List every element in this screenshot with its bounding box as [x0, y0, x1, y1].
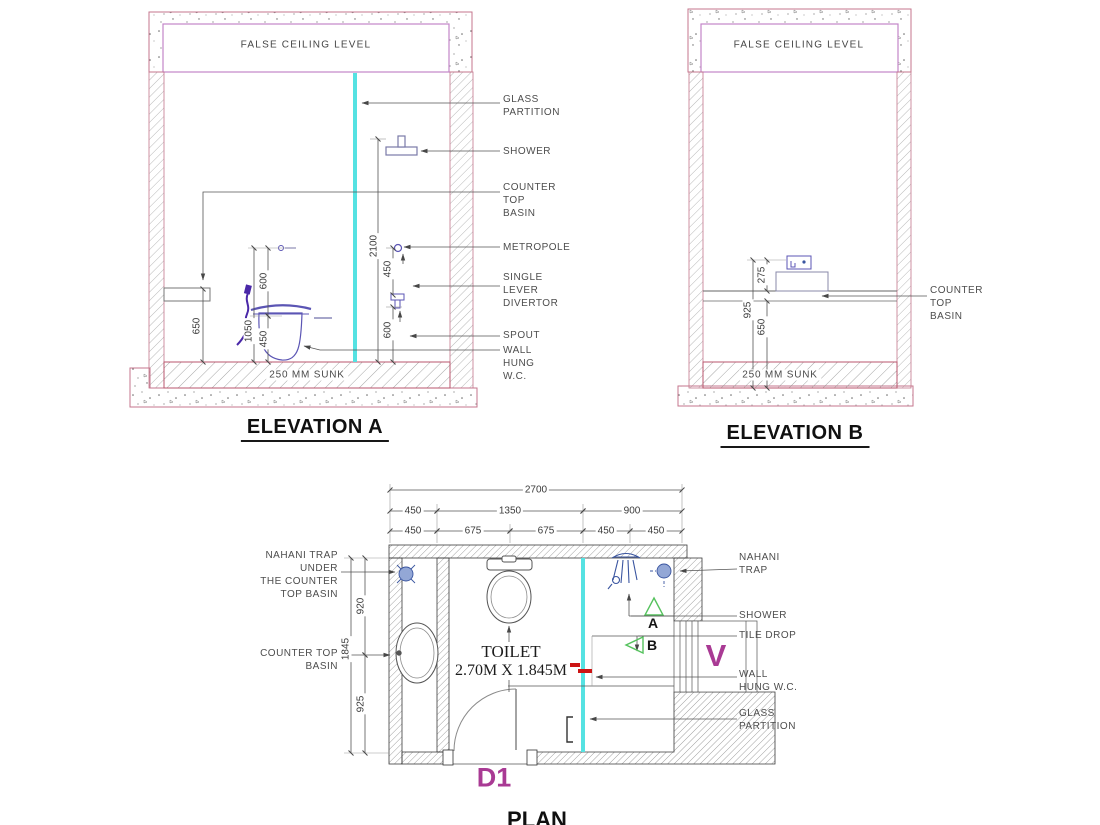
floor-a	[129, 361, 478, 408]
nahani-trap-left	[396, 564, 416, 584]
dim-plan-row3-4: 450	[645, 525, 667, 537]
callout-spout: SPOUT	[503, 330, 540, 341]
elevation-b-drawing	[677, 8, 927, 407]
elevation-b-title: ELEVATION B	[720, 422, 870, 448]
dim-basin-height-b: 650	[756, 316, 768, 338]
view-tag-v: V	[705, 638, 727, 673]
wc-plan	[486, 555, 533, 624]
floor-sunk-label-b: 250 MM SUNK	[739, 369, 821, 381]
dim-plan-row3-1: 675	[462, 525, 484, 537]
dim-plan-left-upper: 920	[355, 595, 367, 617]
metropole-symbol	[393, 243, 403, 253]
partition-clamp-symbol	[566, 716, 573, 743]
dim-plan-row3-0: 450	[402, 525, 424, 537]
callout-shower-plan: SHOWER	[739, 610, 787, 621]
basin-tap-elevation-b	[775, 255, 829, 292]
dim-counter-total-b: 925	[742, 299, 754, 321]
shower-head-elevation	[385, 135, 418, 156]
floor-b	[677, 361, 914, 407]
counter-elevation-a	[163, 287, 211, 302]
room-size: 2.70M X 1.845M	[451, 662, 571, 680]
callout-nahani-trap-left: NAHANI TRAP UNDER THE COUNTER TOP BASIN	[260, 550, 338, 600]
callout-shower-a: SHOWER	[503, 146, 551, 157]
callout-single-lever-divertor: SINGLE LEVER DIVERTOR	[503, 272, 559, 309]
callout-wall-hung-wc-a: WALL HUNG W.C.	[503, 345, 535, 382]
dim-divertor-metropole-a: 450	[382, 258, 394, 280]
dim-plan-row3-2: 675	[535, 525, 557, 537]
callout-counter-top-basin-b: COUNTER TOP BASIN	[930, 285, 983, 322]
elevation-marker-b-label: B	[646, 637, 658, 653]
elevation-markers	[624, 596, 665, 655]
elevation-a-title: ELEVATION A	[240, 416, 390, 442]
walls-b	[688, 71, 912, 389]
ceiling-slab-b	[687, 8, 912, 73]
plan-title: PLAN	[507, 807, 567, 825]
dim-mirror-height-b: 275	[756, 264, 768, 286]
callout-tile-drop: TILE DROP	[739, 630, 797, 641]
elevation-marker-a-triangle	[643, 596, 665, 616]
floor-sunk-label-a: 250 MM SUNK	[266, 369, 348, 381]
plan-drawing	[341, 484, 776, 766]
plan-walls	[388, 544, 776, 765]
elevation-marker-a-label: A	[647, 615, 659, 631]
dim-plan-row2-1: 1350	[496, 505, 524, 517]
room-name: TOILET	[478, 642, 544, 662]
callout-nahani-trap-right: NAHANI TRAP	[739, 552, 780, 576]
dim-counter-height-a: 650	[191, 315, 203, 337]
door-d1	[442, 688, 538, 766]
dim-plan-row2-2: 900	[621, 505, 643, 517]
dim-plan-left-overall: 1845	[340, 635, 352, 663]
shower-plan-symbol	[607, 552, 641, 590]
dim-wc-seat-a: 450	[258, 328, 270, 350]
dim-wc-upper-a: 600	[258, 270, 270, 292]
callout-glass-partition-a: GLASS PARTITION	[503, 94, 560, 118]
nahani-trap-right	[650, 563, 672, 587]
dim-shower-height-a: 2100	[368, 232, 380, 260]
tile-drop-marks	[568, 663, 592, 673]
callout-leaders-a	[200, 100, 500, 351]
dim-spout-height-a: 600	[382, 319, 394, 341]
spout-symbol	[390, 293, 405, 309]
false-ceiling-label-a: FALSE CEILING LEVEL	[240, 39, 372, 51]
callout-metropole: METROPOLE	[503, 242, 571, 253]
dim-plan-row3-3: 450	[595, 525, 617, 537]
dim-flush-height-a: 1050	[243, 317, 255, 345]
dim-plan-left-lower: 925	[355, 693, 367, 715]
dim-plan-overall-width: 2700	[522, 484, 550, 496]
callout-wall-hung-wc-plan: WALL HUNG W.C.	[739, 669, 798, 693]
door-tag-d1: D1	[476, 762, 512, 793]
walls-a	[148, 71, 474, 389]
elevation-marker-b-triangle	[624, 635, 644, 655]
dim-plan-row2-0: 450	[402, 505, 424, 517]
false-ceiling-label-b: FALSE CEILING LEVEL	[733, 39, 865, 51]
basin-plan	[395, 622, 439, 684]
elevation-a-drawing	[129, 11, 500, 408]
ceiling-slab-a	[148, 11, 473, 73]
callout-counter-top-basin-a: COUNTER TOP BASIN	[503, 182, 556, 219]
callout-counter-top-basin-plan: COUNTER TOP BASIN	[260, 648, 338, 672]
callout-glass-partition-plan: GLASS PARTITION	[739, 708, 796, 732]
service-niche	[673, 620, 758, 693]
